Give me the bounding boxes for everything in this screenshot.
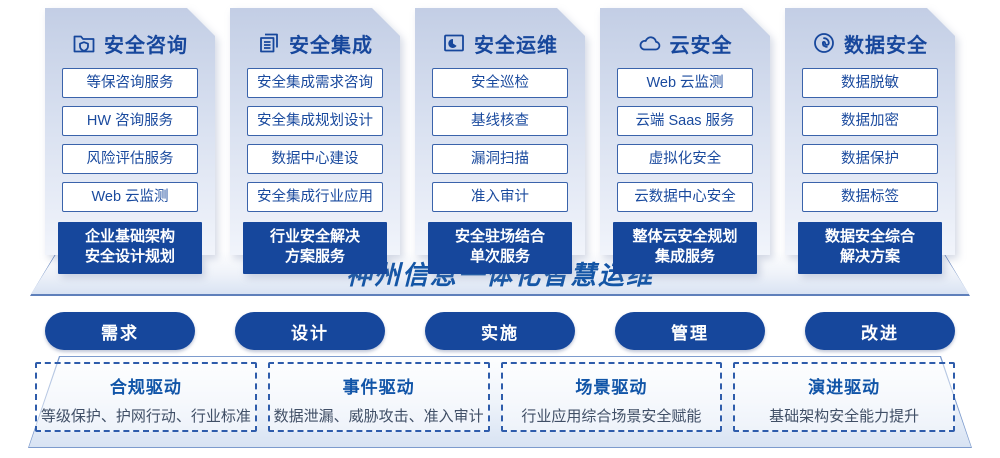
driver-description: 数据泄漏、威胁攻击、准入审计 bbox=[273, 408, 484, 425]
driver-description: 等级保护、护网行动、行业标准 bbox=[40, 408, 251, 425]
process-step-implementation: 实施 bbox=[425, 312, 575, 350]
card-summary: 整体云安全规划 集成服务 bbox=[613, 222, 757, 274]
driver-title: 事件驱动 bbox=[342, 378, 415, 397]
card-header: 安全集成 bbox=[230, 29, 400, 57]
card-item-list: 安全巡检 基线核查 漏洞扫描 准入审计 bbox=[415, 68, 585, 212]
driver-description: 基础架构安全能力提升 bbox=[769, 408, 920, 425]
driver-box-incident: 事件驱动 数据泄漏、威胁攻击、准入审计 bbox=[267, 362, 490, 432]
folder-chart-icon bbox=[442, 31, 466, 55]
process-step-management: 管理 bbox=[615, 312, 765, 350]
card-header: 数据安全 bbox=[785, 29, 955, 57]
card-title: 安全咨询 bbox=[104, 34, 188, 57]
service-item: HW 咨询服务 bbox=[62, 106, 198, 136]
service-item: 等保咨询服务 bbox=[62, 68, 198, 98]
card-summary-line: 企业基础架构 bbox=[84, 228, 175, 245]
drivers-base-fill bbox=[29, 357, 971, 447]
service-item: Web 云监测 bbox=[62, 182, 198, 212]
service-item: 风险评估服务 bbox=[62, 144, 198, 174]
driver-description: 行业应用综合场景安全赋能 bbox=[521, 408, 702, 425]
drivers-row: 合规驱动 等级保护、护网行动、行业标准 事件驱动 数据泄漏、威胁攻击、准入审计 … bbox=[35, 362, 955, 432]
fingerprint-icon bbox=[812, 31, 836, 55]
driver-title: 合规驱动 bbox=[109, 378, 182, 397]
card-summary-line: 行业安全解决 bbox=[269, 228, 360, 245]
card-summary: 安全驻场结合 单次服务 bbox=[428, 222, 572, 274]
process-step-improvement: 改进 bbox=[805, 312, 955, 350]
card-summary-line: 集成服务 bbox=[654, 248, 715, 266]
service-item: 安全巡检 bbox=[432, 68, 568, 98]
category-cards-row: 安全咨询 等保咨询服务 HW 咨询服务 风险评估服务 Web 云监测 企业基础架… bbox=[45, 8, 955, 274]
card-item-list: Web 云监测 云端 Saas 服务 虚拟化安全 云数据中心安全 bbox=[600, 68, 770, 212]
service-item: Web 云监测 bbox=[617, 68, 753, 98]
card-header: 云安全 bbox=[600, 29, 770, 57]
card-title: 云安全 bbox=[669, 34, 733, 57]
drivers-base-panel bbox=[28, 356, 972, 448]
card-item-list: 安全集成需求咨询 安全集成规划设计 数据中心建设 安全集成行业应用 bbox=[230, 68, 400, 212]
card-summary-line: 安全驻场结合 bbox=[454, 228, 545, 245]
card-summary: 行业安全解决 方案服务 bbox=[243, 222, 387, 274]
category-card-security-operations: 安全运维 安全巡检 基线核查 漏洞扫描 准入审计 安全驻场结合 单次服务 bbox=[415, 8, 585, 274]
card-title: 数据安全 bbox=[844, 34, 928, 57]
card-summary-line: 方案服务 bbox=[284, 248, 345, 266]
card-summary-line: 整体云安全规划 bbox=[632, 228, 738, 245]
category-card-security-consulting: 安全咨询 等保咨询服务 HW 咨询服务 风险评估服务 Web 云监测 企业基础架… bbox=[45, 8, 215, 274]
folder-shield-icon bbox=[72, 31, 96, 55]
service-item: 虚拟化安全 bbox=[617, 144, 753, 174]
category-card-cloud-security: 云安全 Web 云监测 云端 Saas 服务 虚拟化安全 云数据中心安全 整体云… bbox=[600, 8, 770, 274]
service-item: 数据脱敏 bbox=[802, 68, 938, 98]
process-step-design: 设计 bbox=[235, 312, 385, 350]
card-summary: 企业基础架构 安全设计规划 bbox=[58, 222, 202, 274]
service-item: 安全集成规划设计 bbox=[247, 106, 383, 136]
category-card-security-integration: 安全集成 安全集成需求咨询 安全集成规划设计 数据中心建设 安全集成行业应用 行… bbox=[230, 8, 400, 274]
card-header: 安全运维 bbox=[415, 29, 585, 57]
process-step-demand: 需求 bbox=[45, 312, 195, 350]
card-summary-line: 安全设计规划 bbox=[84, 248, 175, 266]
driver-box-evolution: 演进驱动 基础架构安全能力提升 bbox=[733, 362, 955, 432]
driver-title: 演进驱动 bbox=[808, 378, 881, 397]
service-item: 安全集成需求咨询 bbox=[247, 68, 383, 98]
card-summary-line: 单次服务 bbox=[469, 248, 530, 266]
card-title: 安全运维 bbox=[474, 34, 558, 57]
card-summary-line: 数据安全综合 bbox=[824, 228, 915, 245]
driver-title: 场景驱动 bbox=[575, 378, 648, 397]
service-item: 云端 Saas 服务 bbox=[617, 106, 753, 136]
service-item: 安全集成行业应用 bbox=[247, 182, 383, 212]
copy-docs-icon bbox=[257, 31, 281, 55]
card-summary-line: 解决方案 bbox=[839, 248, 900, 266]
driver-box-compliance: 合规驱动 等级保护、护网行动、行业标准 bbox=[35, 362, 257, 432]
process-steps-row: 需求 设计 实施 管理 改进 bbox=[45, 312, 955, 350]
card-item-list: 数据脱敏 数据加密 数据保护 数据标签 bbox=[785, 68, 955, 212]
service-item: 漏洞扫描 bbox=[432, 144, 568, 174]
driver-box-scenario: 场景驱动 行业应用综合场景安全赋能 bbox=[500, 362, 723, 432]
cloud-icon bbox=[638, 31, 662, 55]
card-header: 安全咨询 bbox=[45, 29, 215, 57]
service-item: 数据中心建设 bbox=[247, 144, 383, 174]
service-item: 数据保护 bbox=[802, 144, 938, 174]
service-item: 数据加密 bbox=[802, 106, 938, 136]
service-item: 准入审计 bbox=[432, 182, 568, 212]
card-title: 安全集成 bbox=[289, 34, 373, 57]
service-item: 数据标签 bbox=[802, 182, 938, 212]
category-card-data-security: 数据安全 数据脱敏 数据加密 数据保护 数据标签 数据安全综合 解决方案 bbox=[785, 8, 955, 274]
service-item: 云数据中心安全 bbox=[617, 182, 753, 212]
service-item: 基线核查 bbox=[432, 106, 568, 136]
card-item-list: 等保咨询服务 HW 咨询服务 风险评估服务 Web 云监测 bbox=[45, 68, 215, 212]
card-summary: 数据安全综合 解决方案 bbox=[798, 222, 942, 274]
